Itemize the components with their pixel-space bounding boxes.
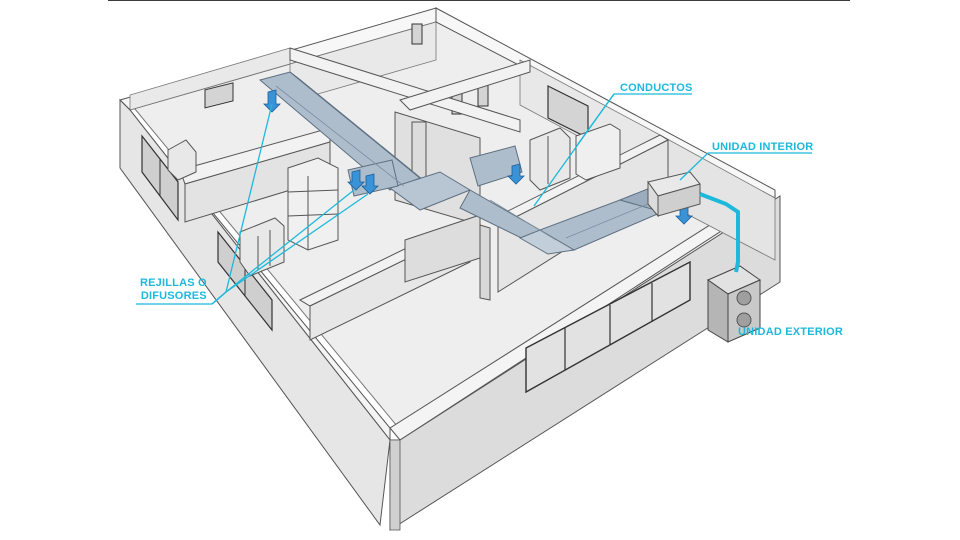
label-rejillas-line1: REJILLAS O [140,277,207,289]
diffusers [263,89,693,225]
label-unidad-interior: UNIDAD INTERIOR [712,141,814,153]
front-wall [389,189,781,531]
label-conductos: CONDUCTOS [620,82,693,94]
shelving-unit [287,157,339,251]
label-unidad-exterior: UNIDAD EXTERIOR [738,326,844,338]
back-window-5 [204,82,234,109]
diffuser-4 [507,163,525,185]
chair-back [167,139,197,181]
desk-right [575,123,621,181]
callout-leaders [136,93,812,305]
diffuser-1 [263,89,281,113]
outdoor-unit [706,265,762,343]
diffuser-2 [347,169,365,191]
leader-conductos-2 [577,93,615,145]
indoor-unit [647,171,701,218]
label-rejillas-difusores: REJILLAS O DIFUSORES [140,277,207,303]
back-right-wall [204,7,776,261]
chair-right [529,127,571,191]
chair-left [239,217,285,277]
leader-unidad-interior [679,152,812,181]
front-window [525,260,691,394]
label-rejillas-line2: DIFUSORES [140,290,207,302]
top-rule [108,0,850,1]
diffuser-3 [361,173,379,195]
leader-rejillas-3 [211,193,369,305]
back-window-1 [411,23,423,45]
ductwork [258,71,677,255]
refrigerant-pipe [699,192,740,273]
